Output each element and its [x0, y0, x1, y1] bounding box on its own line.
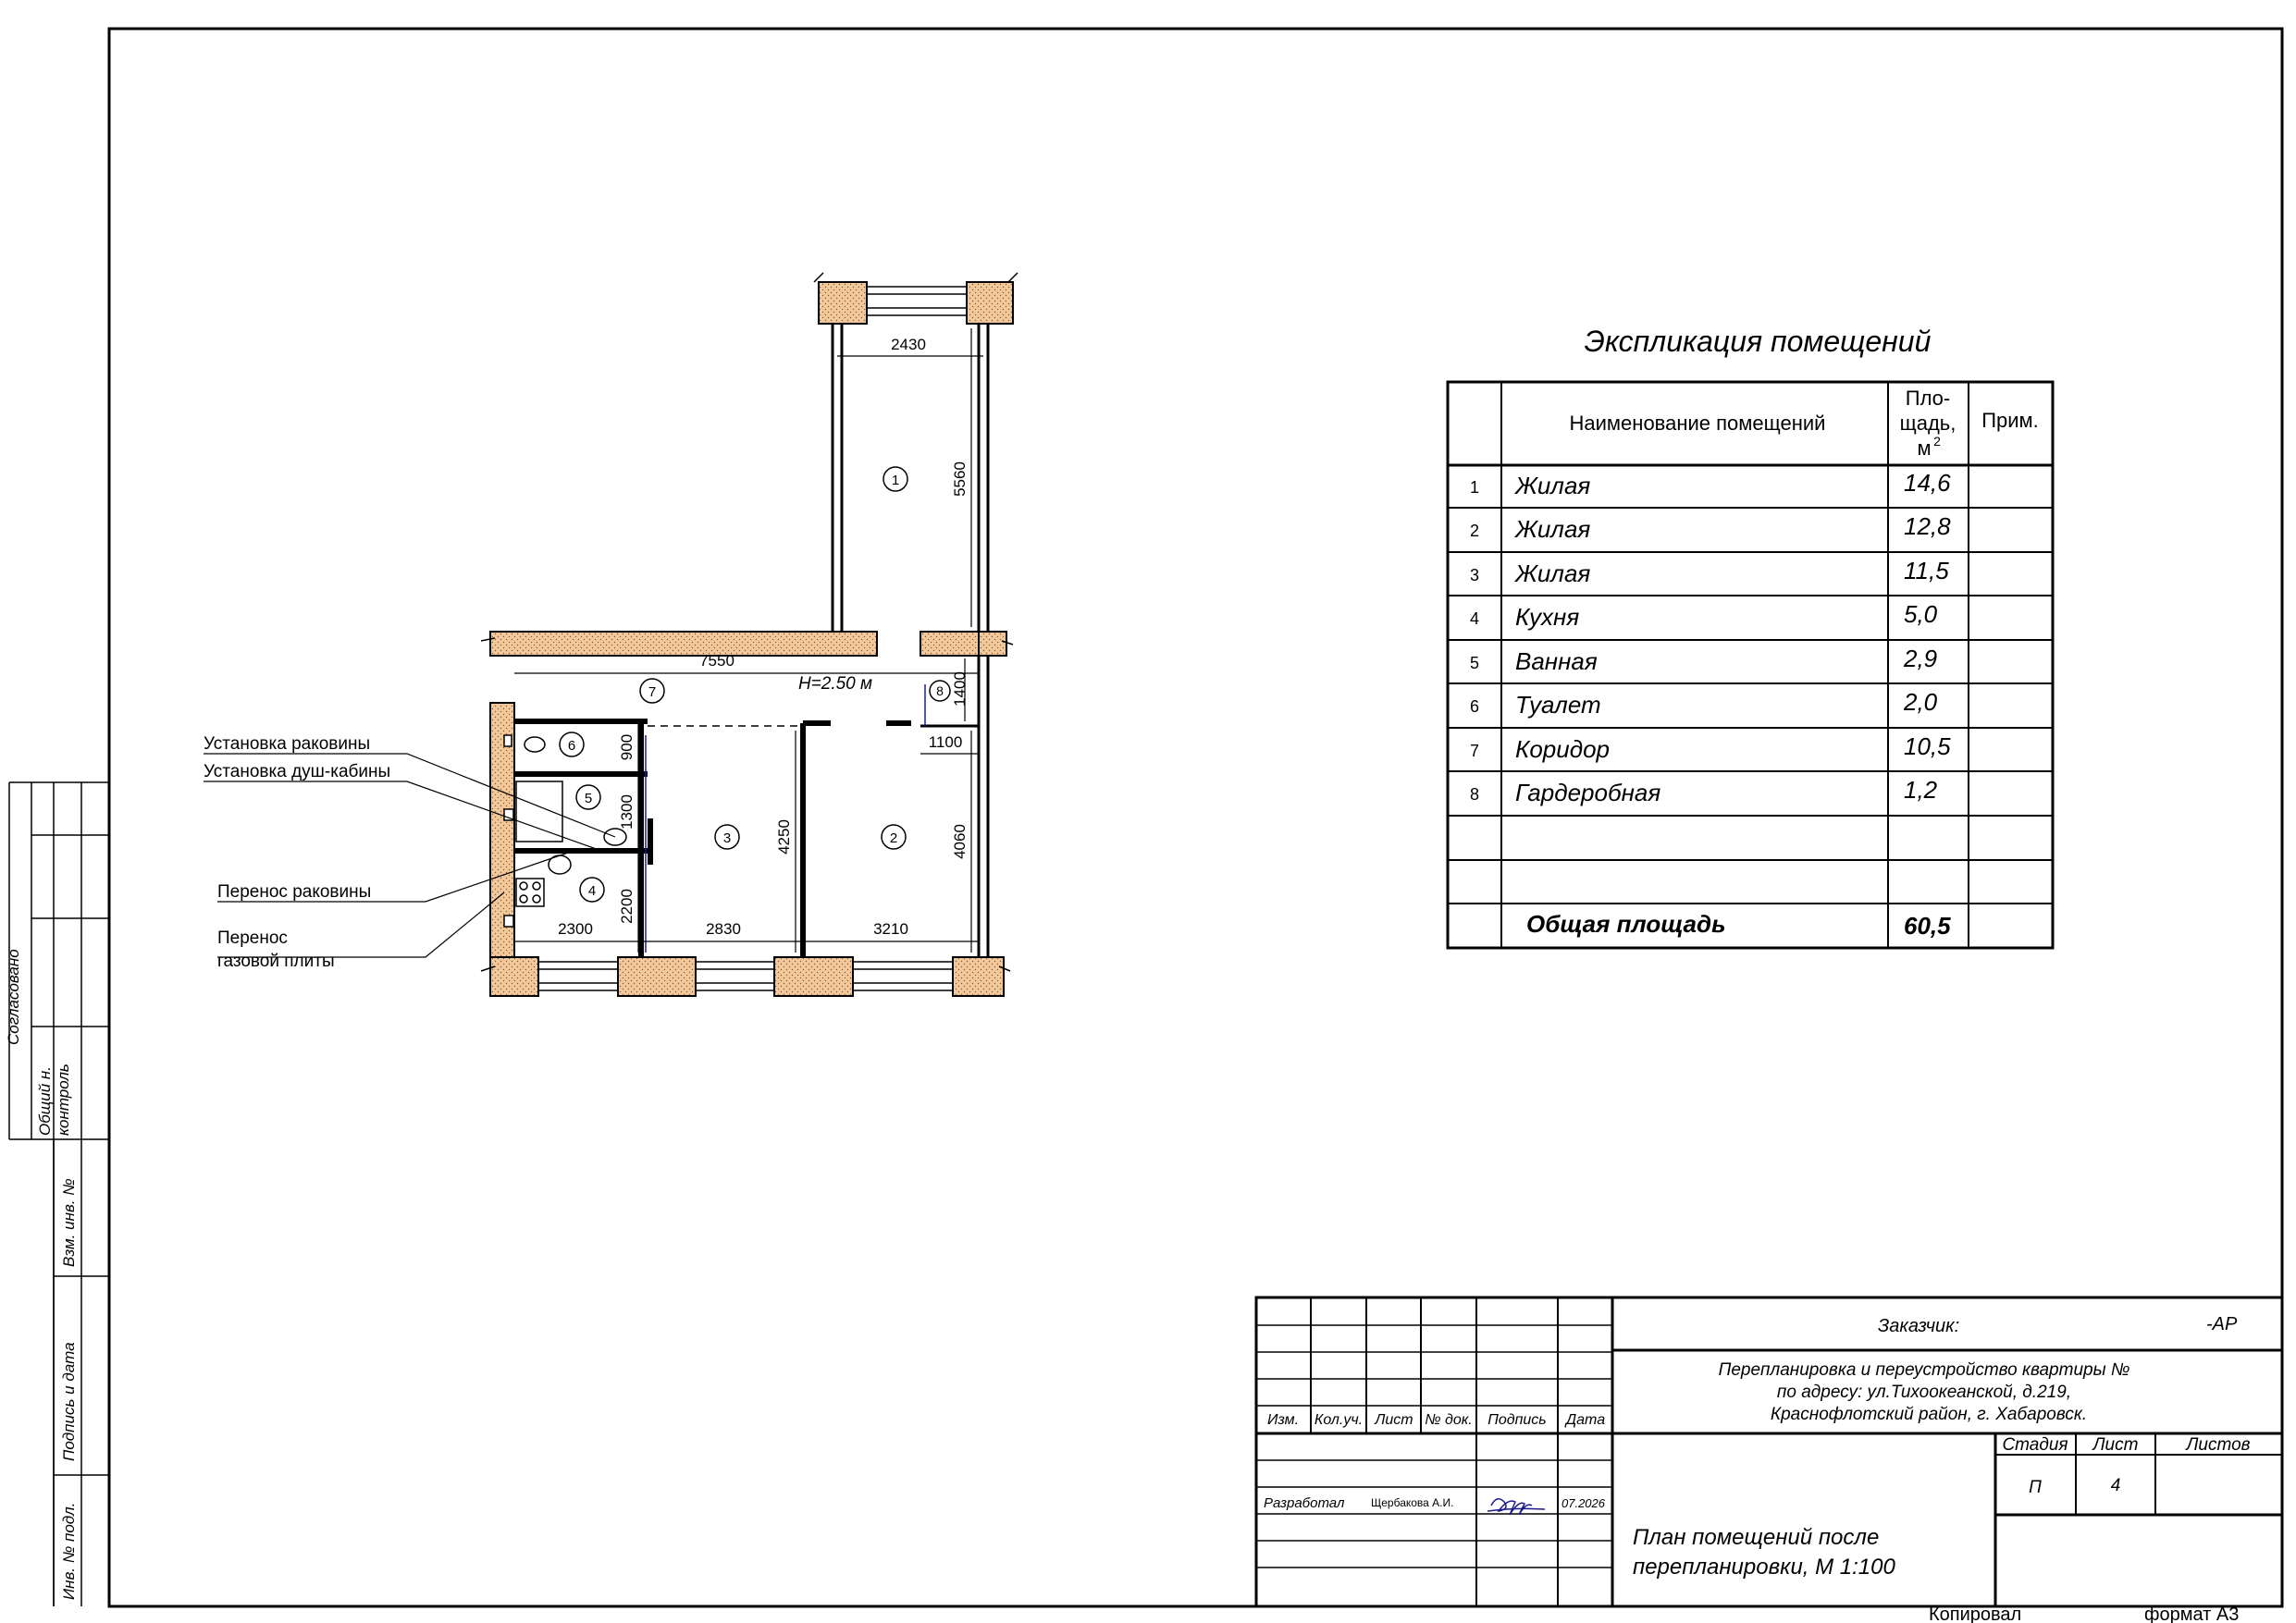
dim-2300: 2300: [558, 920, 593, 938]
signature-icon: [1487, 1498, 1546, 1516]
sheet-label: Лист: [2092, 1435, 2139, 1455]
project-line-1: Перепланировка и переустройство квартиры…: [1719, 1360, 2130, 1380]
row-area: 14,6: [1904, 469, 1951, 497]
col-sign: Подпись: [1487, 1412, 1546, 1428]
row-name: Кухня: [1515, 603, 1579, 631]
row-no: 4: [1470, 609, 1479, 628]
row-area: 12,8: [1904, 512, 1951, 540]
dim-3210: 3210: [873, 920, 908, 938]
row-no: 2: [1470, 522, 1479, 540]
room-marker: 5: [585, 791, 592, 806]
row-area: 2,0: [1903, 688, 1938, 716]
project-line-3: Краснофлотский район, г. Хабаровск.: [1771, 1405, 2087, 1424]
side-agreed: Согласовано: [5, 949, 22, 1045]
room-marker: 3: [723, 830, 731, 846]
stage-value: П: [2029, 1478, 2042, 1497]
row-no: 3: [1470, 566, 1479, 584]
total-value: 60,5: [1904, 912, 1951, 940]
room-marker: 8: [936, 683, 944, 698]
row-no: 7: [1470, 742, 1479, 760]
frame: [107, 27, 2284, 1608]
row-name: Коридор: [1515, 735, 1610, 763]
callout-sink-install: Установка раковины: [204, 734, 370, 754]
customer-label: Заказчик:: [1878, 1316, 1959, 1336]
header-area-2: щадь,: [1900, 412, 1957, 435]
side-control-1: Общий н.: [36, 1066, 54, 1136]
row-name: Жилая: [1513, 559, 1590, 587]
dev-date: 07.2026: [1562, 1496, 1606, 1510]
side-inv-orig: Инв. № подл.: [60, 1503, 78, 1601]
sheet-value: 4: [2111, 1476, 2121, 1495]
row-no: 5: [1470, 654, 1479, 672]
drawing-title-1: План помещений после: [1633, 1525, 1879, 1550]
callout-sink-move: Перенос раковины: [217, 882, 371, 902]
room-marker: 7: [648, 684, 656, 700]
dim-5560: 5560: [951, 461, 969, 497]
row-area: 11,5: [1904, 557, 1949, 584]
dim-7550: 7550: [699, 652, 734, 670]
room-marker: 1: [892, 473, 899, 488]
row-name: Ванная: [1515, 647, 1598, 675]
row-no: 8: [1470, 785, 1479, 804]
copied-label: Копировал: [1929, 1605, 2021, 1623]
header-area-3: м: [1917, 436, 1931, 460]
row-area: 2,9: [1903, 645, 1937, 672]
developed-label: Разработал: [1264, 1495, 1345, 1511]
stage-label: Стадия: [2002, 1435, 2068, 1455]
col-doc: № док.: [1425, 1412, 1473, 1428]
callout-stove-move-2: газовой плиты: [217, 952, 335, 971]
dim-1400: 1400: [951, 671, 969, 707]
doc-code: -АР: [2206, 1314, 2238, 1334]
height-label: H=2.50 м: [798, 674, 872, 694]
callout-stove-move-1: Перенос: [217, 928, 288, 948]
side-sign-date: Подпись и дата: [60, 1342, 78, 1461]
header-area-1: Пло-: [1906, 387, 1950, 410]
dim-2200: 2200: [618, 889, 636, 924]
drawing-title-2: перепланировки, М 1:100: [1633, 1555, 1896, 1580]
floor-plan: [204, 272, 1018, 997]
explication-table: [1446, 380, 2055, 950]
side-control-2: контроль: [55, 1064, 72, 1136]
header-note: Прим.: [1981, 409, 2039, 432]
dim-2830: 2830: [706, 920, 741, 938]
row-name: Жилая: [1513, 515, 1590, 543]
header-area-sup: 2: [1933, 434, 1941, 449]
col-izm: Изм.: [1267, 1412, 1299, 1428]
project-line-2: по адресу: ул.Тихоокеанской, д.219,: [1777, 1383, 2071, 1402]
sheets-label: Листов: [2184, 1435, 2250, 1455]
dim-4250: 4250: [775, 819, 793, 855]
row-no: 1: [1470, 478, 1479, 497]
dim-2430: 2430: [891, 336, 926, 353]
row-name: Жилая: [1513, 472, 1590, 499]
title-block: [1254, 1296, 2284, 1608]
callout-shower-install: Установка душ-кабины: [204, 762, 390, 781]
row-no: 6: [1470, 697, 1479, 716]
room-marker: 2: [890, 830, 897, 846]
dim-4060: 4060: [951, 824, 969, 859]
row-name: Гардеробная: [1515, 779, 1660, 806]
row-name: Туалет: [1515, 691, 1601, 719]
explication-title: Экспликация помещений: [1585, 325, 1932, 358]
format-label: формат А3: [2144, 1605, 2239, 1623]
row-area: 1,2: [1904, 776, 1938, 804]
room-marker: 4: [588, 883, 596, 899]
col-kol: Кол.уч.: [1315, 1412, 1363, 1428]
side-inv-replace: Взм. инв. №: [60, 1178, 78, 1267]
col-list: Лист: [1374, 1412, 1413, 1428]
row-area: 5,0: [1904, 600, 1938, 628]
side-stamp: [8, 781, 109, 1606]
dim-1100: 1100: [929, 733, 963, 751]
room-marker: 6: [568, 738, 575, 754]
developer-name: Щербакова А.И.: [1371, 1496, 1453, 1509]
header-name: Наименование помещений: [1570, 412, 1826, 435]
dim-1300: 1300: [618, 794, 636, 830]
total-label: Общая площадь: [1526, 910, 1726, 938]
col-date: Дата: [1564, 1412, 1605, 1428]
dim-900: 900: [618, 734, 636, 760]
row-area: 10,5: [1904, 732, 1951, 760]
